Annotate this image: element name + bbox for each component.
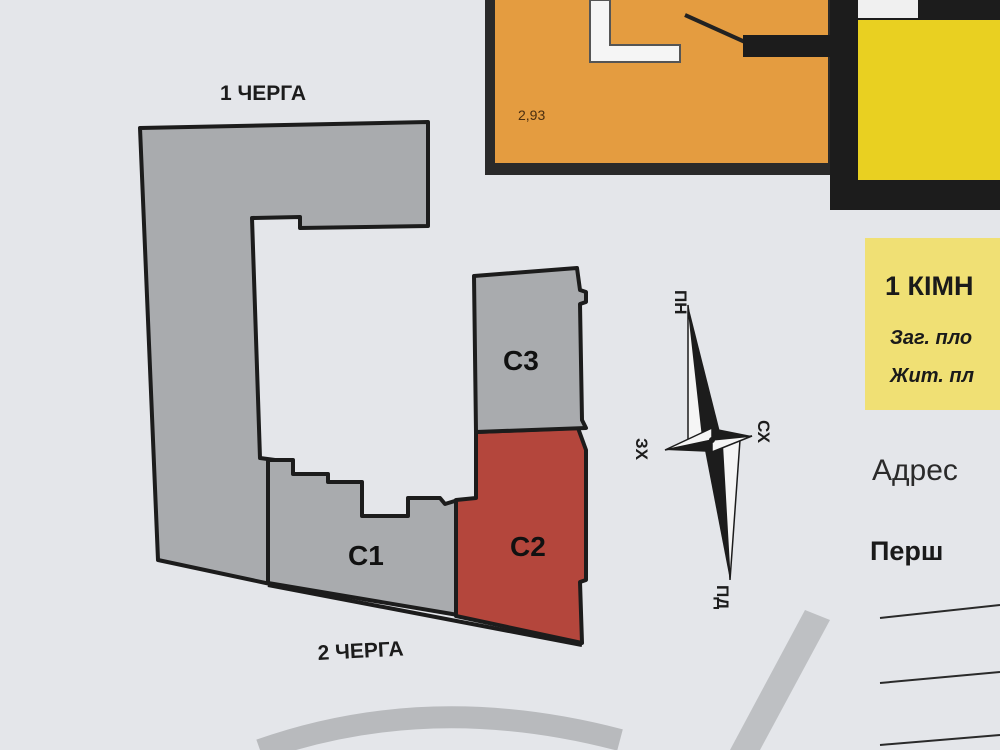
site-plan: 1 ЧЕРГА С1 С2 С3 2 ЧЕРГА [138,82,588,665]
info-highlight-box [865,238,1000,410]
phase-2-label: 2 ЧЕРГА [317,638,404,665]
street-stripe [730,610,830,750]
floorplan-inner-wall [589,0,681,63]
form-line-1 [879,604,1000,619]
section-c3-label: С3 [503,345,539,376]
compass-rose: ПН ПД СХ ЗХ [632,290,773,609]
floorplan-room-area: 2,93 [518,107,545,123]
living-area-label: Жит. пл [889,365,975,387]
site-boundary-line [267,583,583,647]
compass-needle-north [688,305,722,440]
phase-1-label: 1 ЧЕРГА [220,82,306,105]
phase-1-building[interactable] [138,120,430,587]
curve-decor [256,706,623,750]
floorplan-fixture [858,0,918,18]
section-c2[interactable] [454,426,588,645]
compass-center [709,437,715,443]
section-c1-label: С1 [348,540,384,571]
info-panel: 1 КІМН Заг. пло Жит. пл Адрес Перш [865,238,1000,746]
section-c2-label: С2 [510,531,546,562]
section-c3[interactable] [472,266,588,434]
apartment-type-heading: 1 КІМН [885,271,974,301]
address-label: Адрес [872,454,958,487]
floorplan-door-swing [684,13,746,44]
background-decor [256,610,830,750]
compass-south-label: ПД [713,585,732,609]
floorplan-adjacent-room [858,20,1000,180]
first-line-label: Перш [870,536,943,566]
form-line-2 [879,671,1000,684]
compass-north-label: ПН [671,290,690,315]
floorplan-room [495,0,828,163]
floorplan-fragment: 2,93 [485,0,1000,210]
compass-west-label: ЗХ [632,438,651,461]
compass-east-label: СХ [754,420,773,444]
form-line-3 [879,734,1000,746]
floorplan-wall-segment [743,35,833,57]
total-area-label: Заг. пло [890,327,972,349]
